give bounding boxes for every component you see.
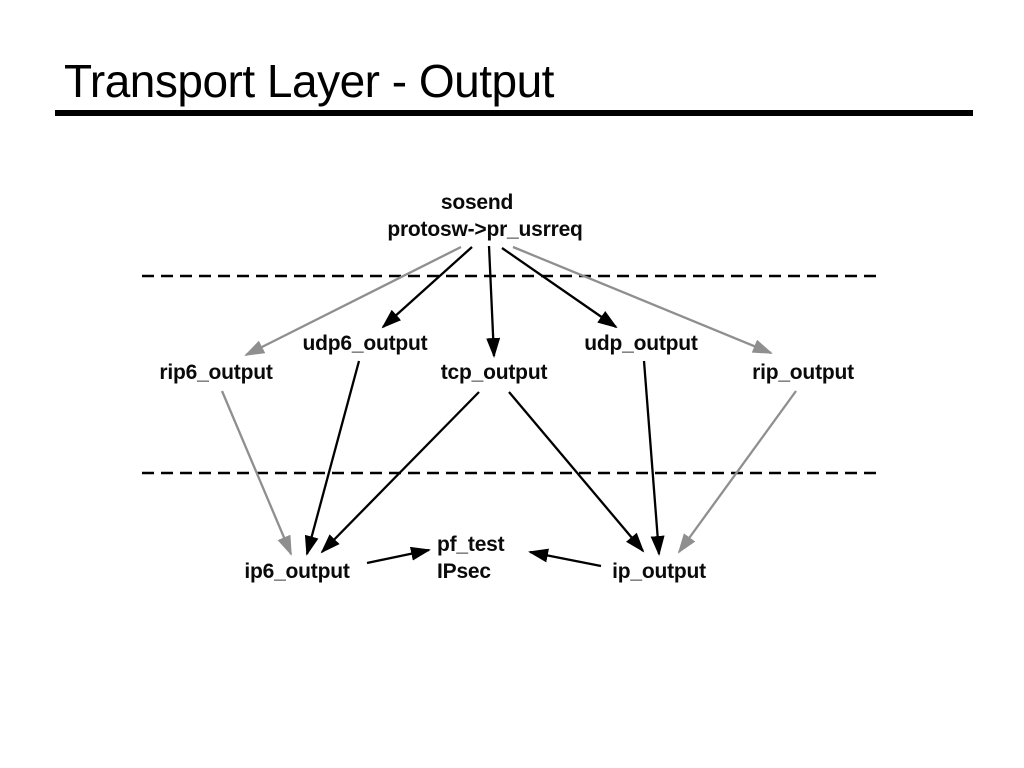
node-sosend: sosend (440, 191, 514, 214)
edge-sosend-to-tcp-output (486, 245, 501, 358)
title-underline (55, 110, 973, 116)
edge-tcp-output-to-ip-output (508, 391, 645, 553)
edge-udp6-output-to-ip6-output (304, 360, 361, 556)
node-ip-output: ip_output (612, 560, 706, 583)
node-tcp-output: tcp_output (440, 361, 548, 384)
node-rip-output: rip_output (752, 361, 854, 384)
node-rip6-output: rip6_output (159, 361, 273, 384)
node-pf-test: pf_test (437, 533, 505, 556)
edge-sosend-to-udp6-output (381, 246, 473, 329)
node-udp6-output: udp6_output (302, 332, 428, 355)
edge-sosend-to-rip-output (512, 245, 773, 355)
edge-rip6-output-to-ip6-output (220, 390, 293, 556)
edge-ip-output-to-pf-test (528, 548, 602, 568)
edge-sosend-to-udp-output (501, 247, 618, 329)
node-protosw-pr-usrreq: protosw->pr_usrreq (387, 218, 583, 241)
edge-rip-output-to-ip-output (677, 390, 797, 554)
edge-tcp-output-to-ip6-output (320, 391, 480, 554)
edge-ip6-output-to-pf-test (366, 546, 431, 565)
node-ip6-output: ip6_output (244, 560, 350, 583)
edge-udp-output-to-ip-output (642, 360, 665, 556)
page-title: Transport Layer - Output (64, 55, 554, 107)
node-udp-output: udp_output (584, 332, 698, 355)
node-ipsec: IPsec (437, 560, 491, 583)
edge-sosend-to-rip6-output (244, 245, 462, 357)
